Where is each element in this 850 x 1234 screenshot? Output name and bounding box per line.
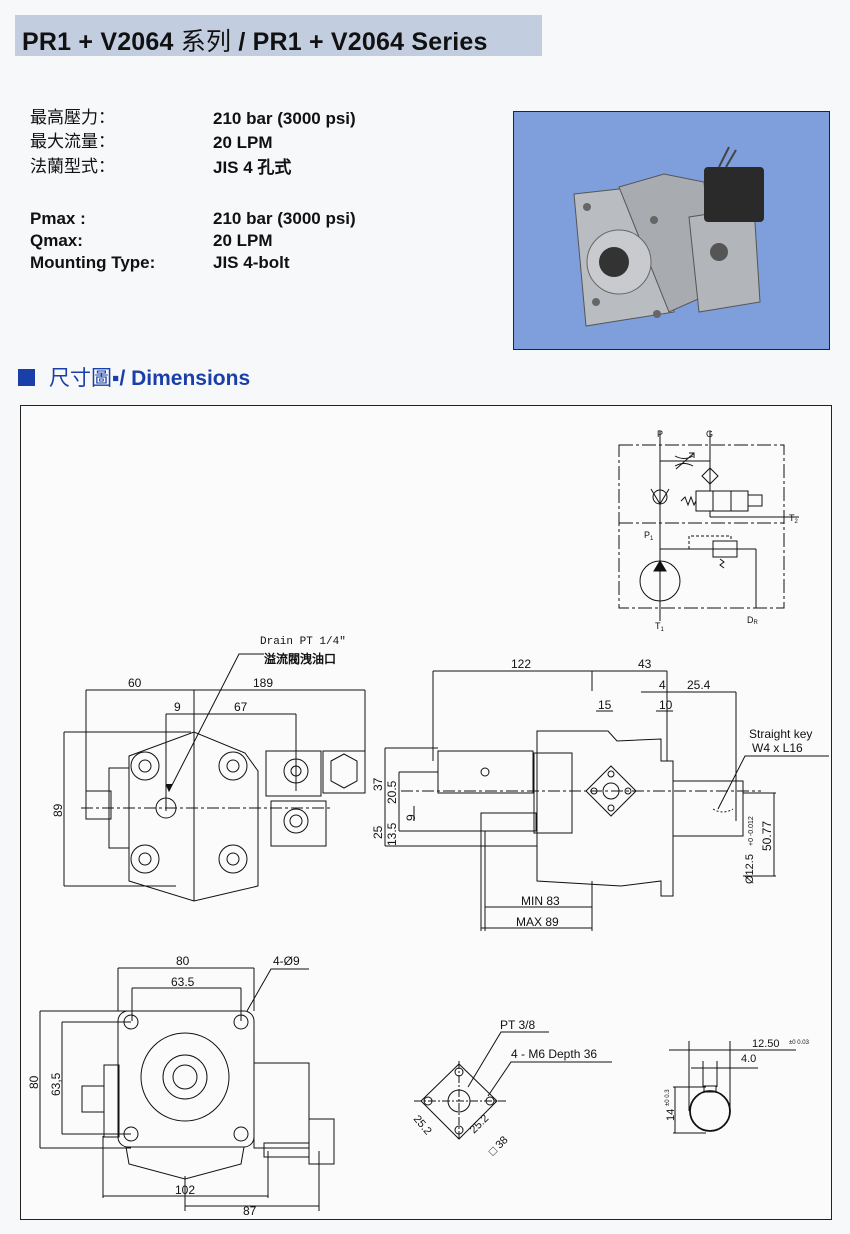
svg-text:25.2: 25.2	[468, 1112, 492, 1136]
front-view: Drain PT 1/4" 溢流閥洩油口 60 189 9 67 89	[51, 636, 366, 902]
svg-text:4: 4	[659, 678, 666, 692]
front-body	[128, 731, 259, 902]
port-view: PT 3/8 4 - M6 Depth 36 25.2 25.2 □ 38	[411, 1018, 612, 1158]
svg-text:±0 0.03: ±0 0.03	[789, 1040, 810, 1046]
svg-text:MAX 89: MAX 89	[516, 915, 559, 929]
svg-text:4-Ø9: 4-Ø9	[273, 954, 300, 968]
svg-text:4.0: 4.0	[741, 1053, 756, 1065]
key-size-label: W4 x L16	[752, 741, 803, 755]
dimension-drawing: P G P1 T2 T1 DR Drain PT 1/4" 溢流閥洩油口 60 …	[27, 429, 829, 1218]
flange-view: 80 63.5 4-Ø9 80 63,5 102 87	[27, 954, 335, 1218]
heading-marker-icon	[18, 369, 35, 386]
svg-text:T1: T1	[655, 621, 665, 633]
svg-text:60: 60	[128, 676, 142, 690]
solenoid-side	[437, 750, 534, 794]
svg-text:63,5: 63,5	[49, 1072, 63, 1096]
spec-value: JIS 4-bolt	[213, 253, 290, 272]
shaft-circle	[689, 1090, 731, 1132]
svg-text:15: 15	[598, 698, 612, 712]
valve-block	[688, 206, 761, 313]
svg-text:PT 3/8: PT 3/8	[500, 1018, 535, 1032]
svg-text:+0 -0.012: +0 -0.012	[748, 816, 755, 846]
key-label: Straight key	[749, 727, 812, 741]
shaft-side	[672, 780, 744, 837]
svg-text:10: 10	[659, 698, 673, 712]
svg-text:±0 0.3: ±0 0.3	[665, 1089, 671, 1106]
svg-text:189: 189	[253, 676, 273, 690]
variable-throttle-icon	[675, 452, 695, 470]
spec-label: 法蘭型式：	[30, 157, 115, 177]
svg-text:P1: P1	[644, 530, 654, 542]
solenoid-coil	[704, 167, 764, 222]
spring-icon	[680, 495, 697, 507]
svg-text:80: 80	[27, 1075, 41, 1089]
spec-value: 210 bar (3000 psi)	[213, 209, 356, 228]
drain-label-cn: 溢流閥洩油口	[264, 651, 336, 666]
spec-value: JIS 4 孔式	[213, 158, 292, 177]
svg-text:P: P	[657, 429, 663, 439]
svg-text:67: 67	[234, 700, 248, 714]
hydraulic-schematic: P G P1 T2 T1 DR	[618, 429, 799, 633]
svg-text:87: 87	[243, 1204, 257, 1218]
svg-text:50.77: 50.77	[760, 821, 774, 851]
spec-value: 20 LPM	[213, 231, 273, 250]
spec-label: Qmax:	[30, 231, 83, 250]
dimensions-heading: 尺寸圖▪/ Dimensions	[18, 362, 250, 392]
svg-text:25: 25	[371, 825, 385, 839]
svg-text:80: 80	[176, 954, 190, 968]
product-photo	[513, 111, 830, 350]
svg-text:63.5: 63.5	[171, 975, 195, 989]
spec-label: Mounting Type:	[30, 253, 156, 272]
svg-text:□ 38: □ 38	[487, 1134, 511, 1158]
svg-text:13.5: 13.5	[385, 822, 399, 846]
svg-text:9: 9	[174, 700, 181, 714]
filter-icon	[701, 467, 719, 485]
svg-text:25.2: 25.2	[411, 1113, 434, 1137]
solenoid-valve-icon	[695, 490, 749, 512]
svg-text:9: 9	[404, 814, 418, 821]
drain-label: Drain PT 1/4"	[260, 636, 346, 648]
spec-value: 20 LPM	[213, 133, 273, 152]
svg-text:37: 37	[371, 777, 385, 791]
svg-text:12.50: 12.50	[752, 1038, 780, 1050]
shaft	[599, 247, 629, 277]
spec-label: 最高壓力：	[30, 108, 115, 128]
spec-label: 最大流量：	[30, 132, 115, 152]
svg-text:14: 14	[665, 1109, 677, 1121]
svg-text:T2: T2	[789, 513, 799, 525]
svg-text:25.4: 25.4	[687, 678, 711, 692]
svg-text:122: 122	[511, 657, 531, 671]
page-title: PR1 + V2064 系列 / PR1 + V2064 Series	[22, 27, 488, 56]
svg-text:DR: DR	[747, 615, 759, 626]
svg-text:43: 43	[638, 657, 652, 671]
drain-fitting	[85, 790, 112, 820]
svg-text:4 - M6 Depth 36: 4 - M6 Depth 36	[511, 1047, 597, 1061]
dimension-drawing-frame: P G P1 T2 T1 DR Drain PT 1/4" 溢流閥洩油口 60 …	[20, 405, 832, 1220]
port-flange-diamond	[420, 1063, 498, 1140]
svg-text:G: G	[706, 429, 713, 439]
svg-text:89: 89	[51, 803, 65, 817]
pump-photo-illustration	[573, 146, 764, 327]
flange-plate	[117, 1010, 255, 1148]
spec-label: Pmax :	[30, 209, 86, 228]
valve-port	[710, 243, 728, 261]
svg-text:20.5: 20.5	[385, 780, 399, 804]
solenoid-nut	[322, 750, 366, 794]
svg-text:MIN 83: MIN 83	[521, 894, 560, 908]
title-bar	[15, 15, 542, 56]
side-body	[536, 730, 674, 897]
shaft-end-view: 12.50 ±0 0.03 4.0 14 ±0 0.3	[665, 1038, 810, 1134]
svg-text:Ø12.5: Ø12.5	[744, 854, 756, 884]
side-view: 122 43 4 25.4 15 10 37 20.5 25 13.5 9	[371, 657, 829, 931]
spec-value: 210 bar (3000 psi)	[213, 109, 356, 128]
